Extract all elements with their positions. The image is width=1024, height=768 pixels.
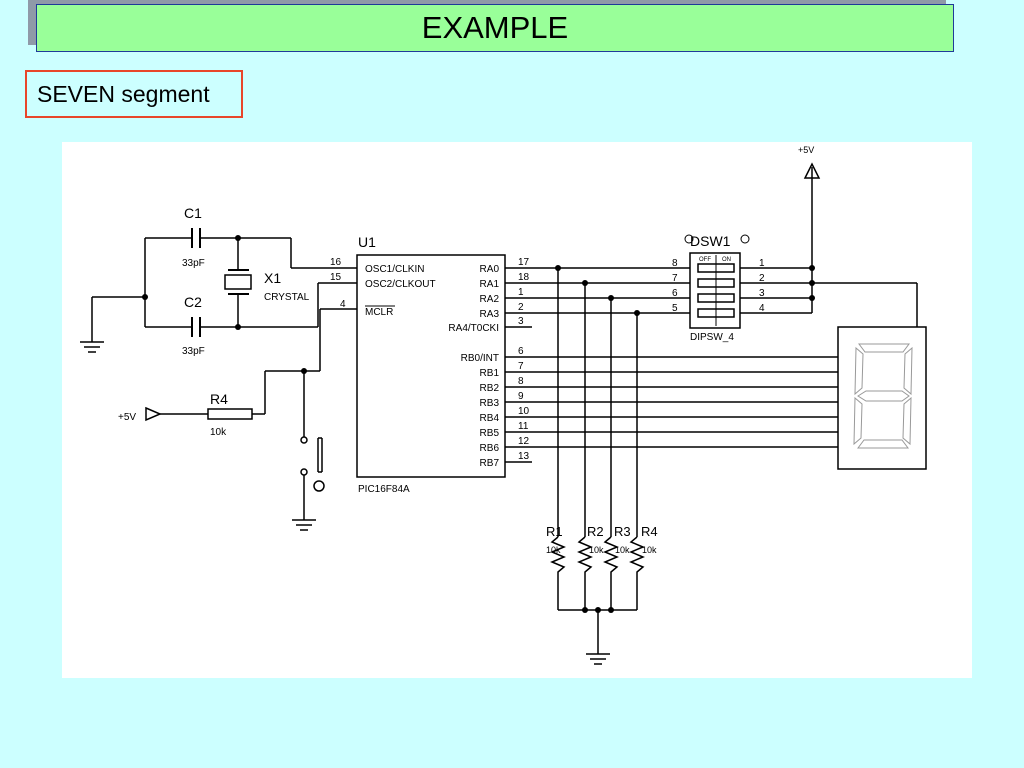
ic-pin-num-2: 2: [518, 302, 524, 313]
ic-pin-name-rb3: RB3: [480, 398, 500, 409]
r4b-value: 10k: [642, 545, 657, 555]
ic-pin-name-ra0: RA0: [480, 264, 500, 275]
ic-pin-num-17: 17: [518, 257, 530, 268]
dip-right-pin-1: 1: [759, 258, 765, 269]
dip-right-pin-2: 2: [759, 273, 765, 284]
schematic-svg: C1 33pF C2 33pF X1 CRYSTAL R4 10k +5V U1…: [80, 145, 927, 665]
dipswitch-pin-marker-right: [740, 234, 750, 244]
crystal-ref: X1: [264, 270, 281, 286]
r3-ref: R3: [614, 524, 631, 539]
dipswitch-off-label: OFF: [699, 257, 711, 263]
ic-pin-num-16: 16: [330, 257, 342, 268]
ic-pin-name-rb5: RB5: [480, 428, 500, 439]
r4b-ref: R4: [641, 524, 658, 539]
r4-value: 10k: [210, 427, 227, 438]
r3-value: 10k: [615, 545, 630, 555]
r1-value: 10k: [546, 545, 561, 555]
dipswitch-part: DIPSW_4: [690, 332, 734, 343]
slide-subtitle: SEVEN segment: [37, 80, 210, 107]
slide-title: EXAMPLE: [421, 10, 569, 45]
ic-pin-num-6: 6: [518, 346, 524, 357]
ic-part: PIC16F84A: [358, 484, 410, 495]
ic-pin-num-12: 12: [518, 436, 530, 447]
dip-right-pin-4: 4: [759, 303, 765, 314]
subtitle-box: SEVEN segment: [25, 70, 243, 118]
ic-pin-num-4: 4: [340, 299, 346, 310]
title-bar: EXAMPLE: [36, 4, 954, 52]
ic-pin-num-11: 11: [518, 421, 529, 432]
schematic-diagram: C1 33pF C2 33pF X1 CRYSTAL R4 10k +5V U1…: [62, 142, 972, 678]
dip-left-pin-8: 8: [672, 258, 678, 269]
ic-pin-name-ra1: RA1: [480, 279, 500, 290]
ic-pin-name-rb1: RB1: [480, 368, 500, 379]
ic-pin-num-9: 9: [518, 391, 524, 402]
ic-pin-name-rb0: RB0/INT: [461, 353, 499, 364]
ic-pin-name-osc1: OSC1/CLKIN: [365, 264, 424, 275]
r2-value: 10k: [589, 545, 604, 555]
supply-top-label: +5V: [798, 145, 814, 155]
ic-pin-name-rb6: RB6: [480, 443, 500, 454]
ic-pin-name-mclr: MCLR: [365, 307, 393, 318]
c2-ref: C2: [184, 294, 202, 310]
c1-value: 33pF: [182, 258, 205, 269]
dip-right-pin-3: 3: [759, 288, 765, 299]
c2-value: 33pF: [182, 346, 205, 357]
crystal-value: CRYSTAL: [264, 292, 310, 303]
dip-left-pin-6: 6: [672, 288, 678, 299]
ic-pin-num-15: 15: [330, 272, 342, 283]
ic-pin-name-osc2: OSC2/CLKOUT: [365, 279, 436, 290]
ic-pin-name-rb4: RB4: [480, 413, 500, 424]
ic-pin-name-ra2: RA2: [480, 294, 500, 305]
r4-supply: +5V: [118, 412, 136, 423]
dip-left-pin-7: 7: [672, 273, 678, 284]
ic-pin-num-7: 7: [518, 361, 524, 372]
ic-pin-name-rb7: RB7: [480, 458, 500, 469]
r1-ref: R1: [546, 524, 563, 539]
ic-pin-num-10: 10: [518, 406, 530, 417]
dip-left-pin-5: 5: [672, 303, 678, 314]
ic-pin-num-18: 18: [518, 272, 530, 283]
ic-pin-name-rb2: RB2: [480, 383, 500, 394]
ic-pin-num-3: 3: [518, 316, 524, 327]
ic-pin-num-13: 13: [518, 451, 530, 462]
dipswitch-on-label: ON: [722, 257, 731, 263]
dipswitch-ref: DSW1: [690, 233, 731, 249]
c1-ref: C1: [184, 205, 202, 221]
ic-pin-num-1: 1: [518, 287, 524, 298]
r4-ref: R4: [210, 391, 228, 407]
r2-ref: R2: [587, 524, 604, 539]
ic-pin-num-8: 8: [518, 376, 524, 387]
dipswitch-pin-marker-left: [684, 234, 694, 244]
ic-ref: U1: [358, 234, 376, 250]
ic-pin-name-ra4: RA4/T0CKI: [448, 323, 499, 334]
ic-pin-name-ra3: RA3: [480, 309, 500, 320]
